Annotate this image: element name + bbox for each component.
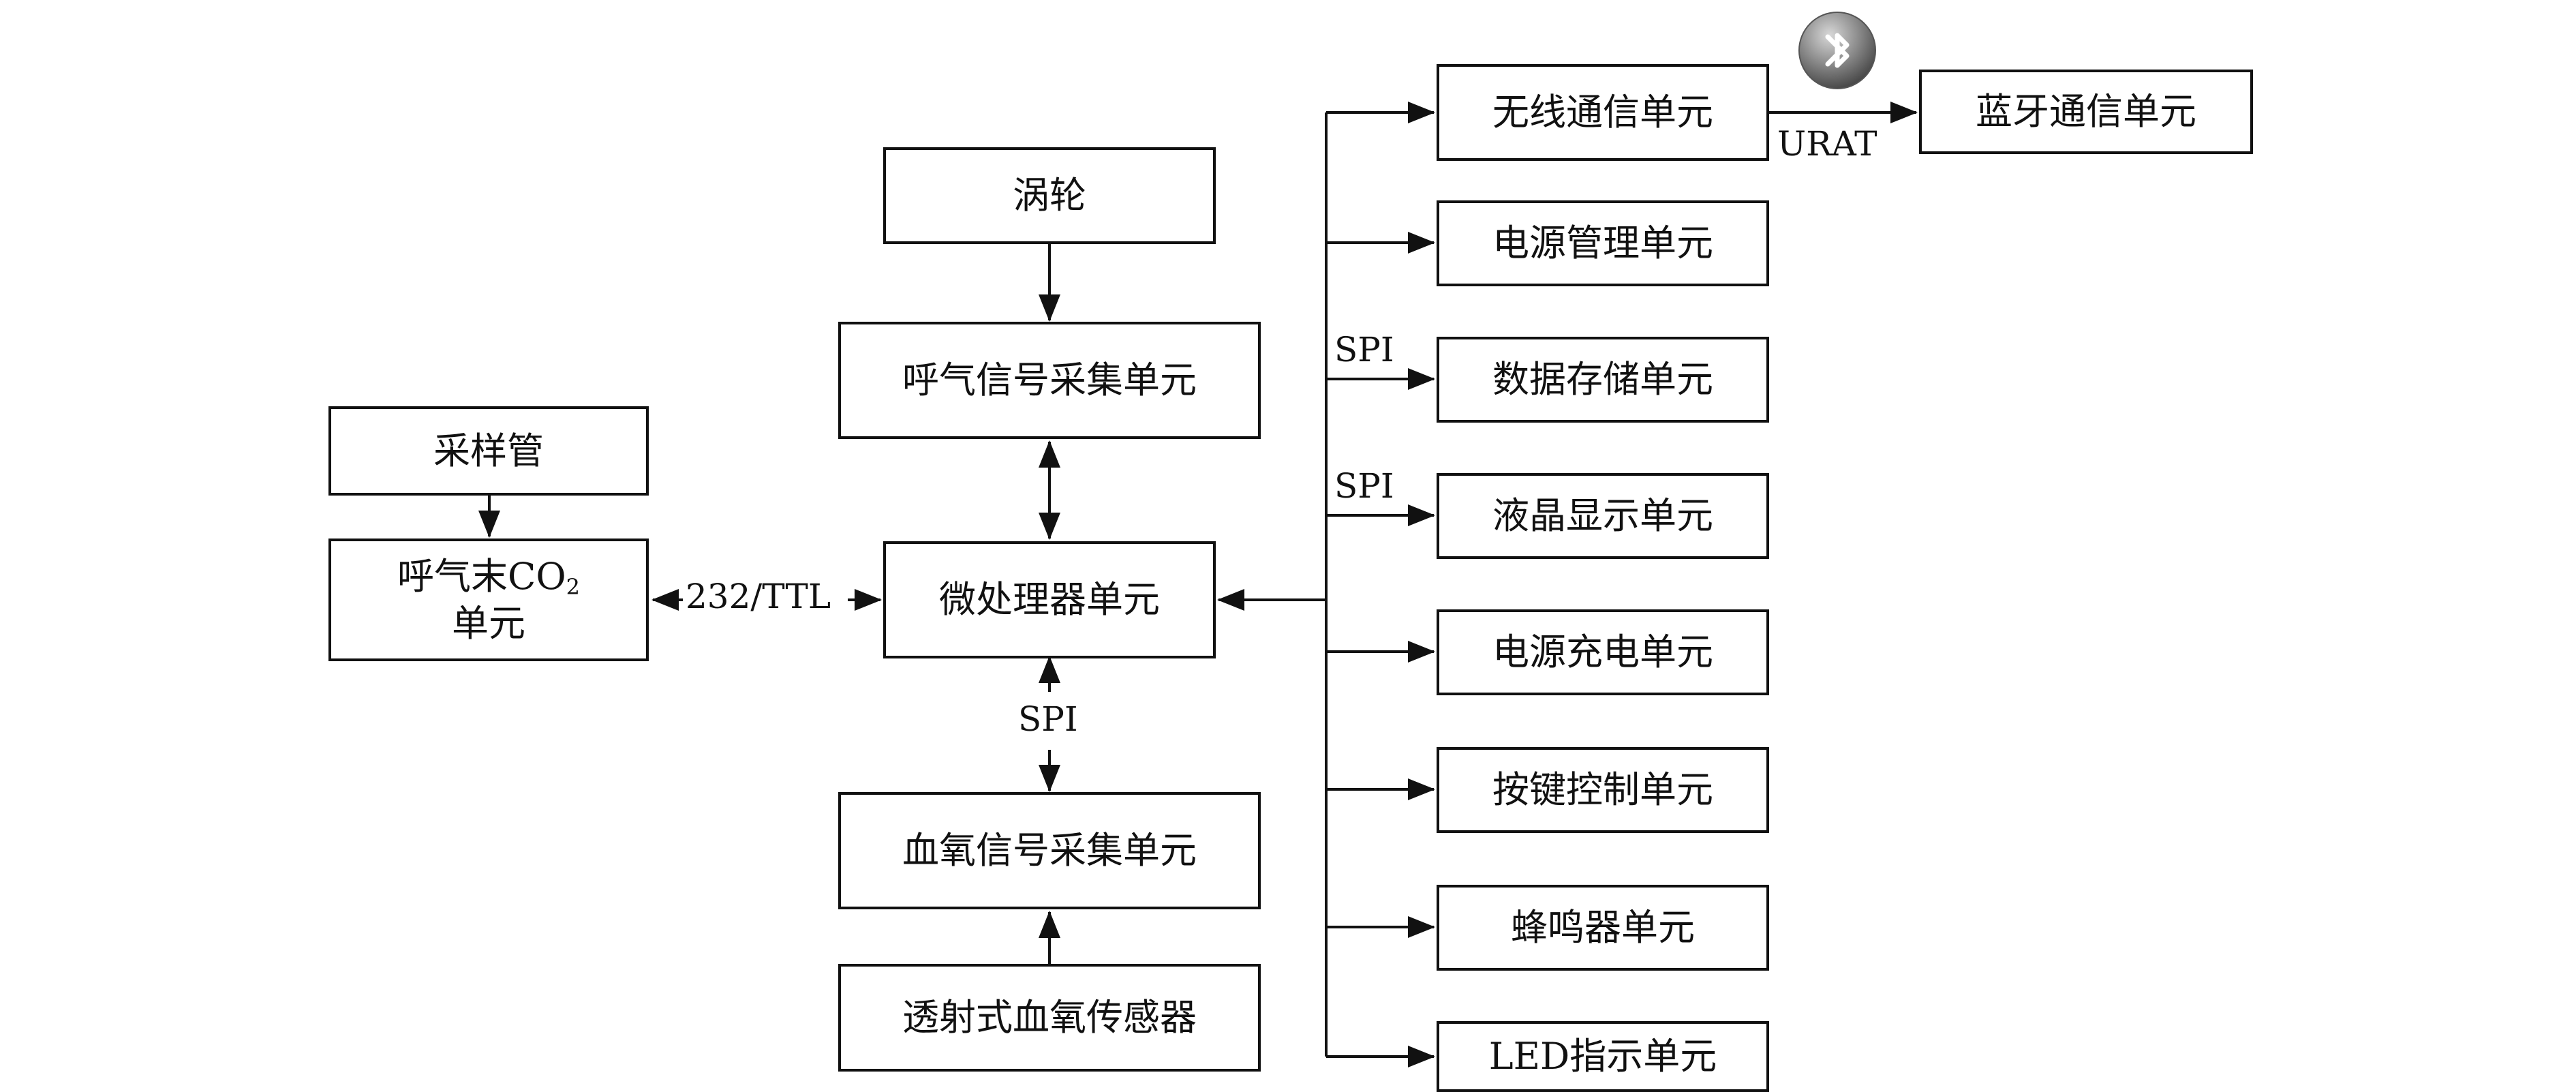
etco2-label-line2: 单元 <box>451 601 525 645</box>
buzzer-label: 蜂鸣器单元 <box>1511 906 1695 950</box>
lcd-label: 液晶显示单元 <box>1492 494 1713 538</box>
charging-label: 电源充电单元 <box>1492 631 1713 674</box>
etco2-label-line1: 呼气末CO <box>397 554 566 598</box>
etco2-box: 呼气末CO2 单元 <box>328 539 649 661</box>
led-label: LED指示单元 <box>1488 1035 1717 1078</box>
wireless-label: 无线通信单元 <box>1492 91 1713 134</box>
keys-box: 按键控制单元 <box>1437 747 1769 833</box>
charging-box: 电源充电单元 <box>1437 609 1769 695</box>
power-mgmt-box: 电源管理单元 <box>1437 200 1769 286</box>
spo2-sensor-label: 透射式血氧传感器 <box>902 996 1197 1040</box>
uart-label: URAT <box>1775 124 1880 164</box>
bluetooth-icon <box>1798 12 1876 89</box>
serial-232-ttl-label: 232/TTL <box>683 577 834 616</box>
spi-storage-label: SPI <box>1334 330 1394 369</box>
storage-label: 数据存储单元 <box>1492 358 1713 401</box>
spi-mcu-label: SPI <box>1015 699 1081 739</box>
sampling-tube-box: 采样管 <box>328 406 649 496</box>
storage-box: 数据存储单元 <box>1437 337 1769 423</box>
turbine-box: 涡轮 <box>883 147 1216 244</box>
turbine-label: 涡轮 <box>1013 174 1086 217</box>
bluetooth-box: 蓝牙通信单元 <box>1919 70 2253 154</box>
bluetooth-label: 蓝牙通信单元 <box>1976 90 2196 134</box>
mcu-box: 微处理器单元 <box>883 541 1216 658</box>
spo2-signal-label: 血氧信号采集单元 <box>902 829 1197 873</box>
etco2-subscript: 2 <box>566 573 580 600</box>
wireless-box: 无线通信单元 <box>1437 64 1769 161</box>
power-mgmt-label: 电源管理单元 <box>1492 222 1713 265</box>
buzzer-box: 蜂鸣器单元 <box>1437 885 1769 971</box>
mcu-label: 微处理器单元 <box>939 578 1160 622</box>
breath-signal-label: 呼气信号采集单元 <box>902 359 1197 402</box>
spo2-sensor-box: 透射式血氧传感器 <box>838 964 1261 1072</box>
lcd-box: 液晶显示单元 <box>1437 473 1769 559</box>
breath-signal-box: 呼气信号采集单元 <box>838 322 1261 439</box>
spi-lcd-label: SPI <box>1334 466 1394 506</box>
spo2-signal-box: 血氧信号采集单元 <box>838 792 1261 909</box>
keys-label: 按键控制单元 <box>1492 768 1713 812</box>
sampling-tube-label: 采样管 <box>433 429 544 472</box>
led-box: LED指示单元 <box>1437 1021 1769 1092</box>
